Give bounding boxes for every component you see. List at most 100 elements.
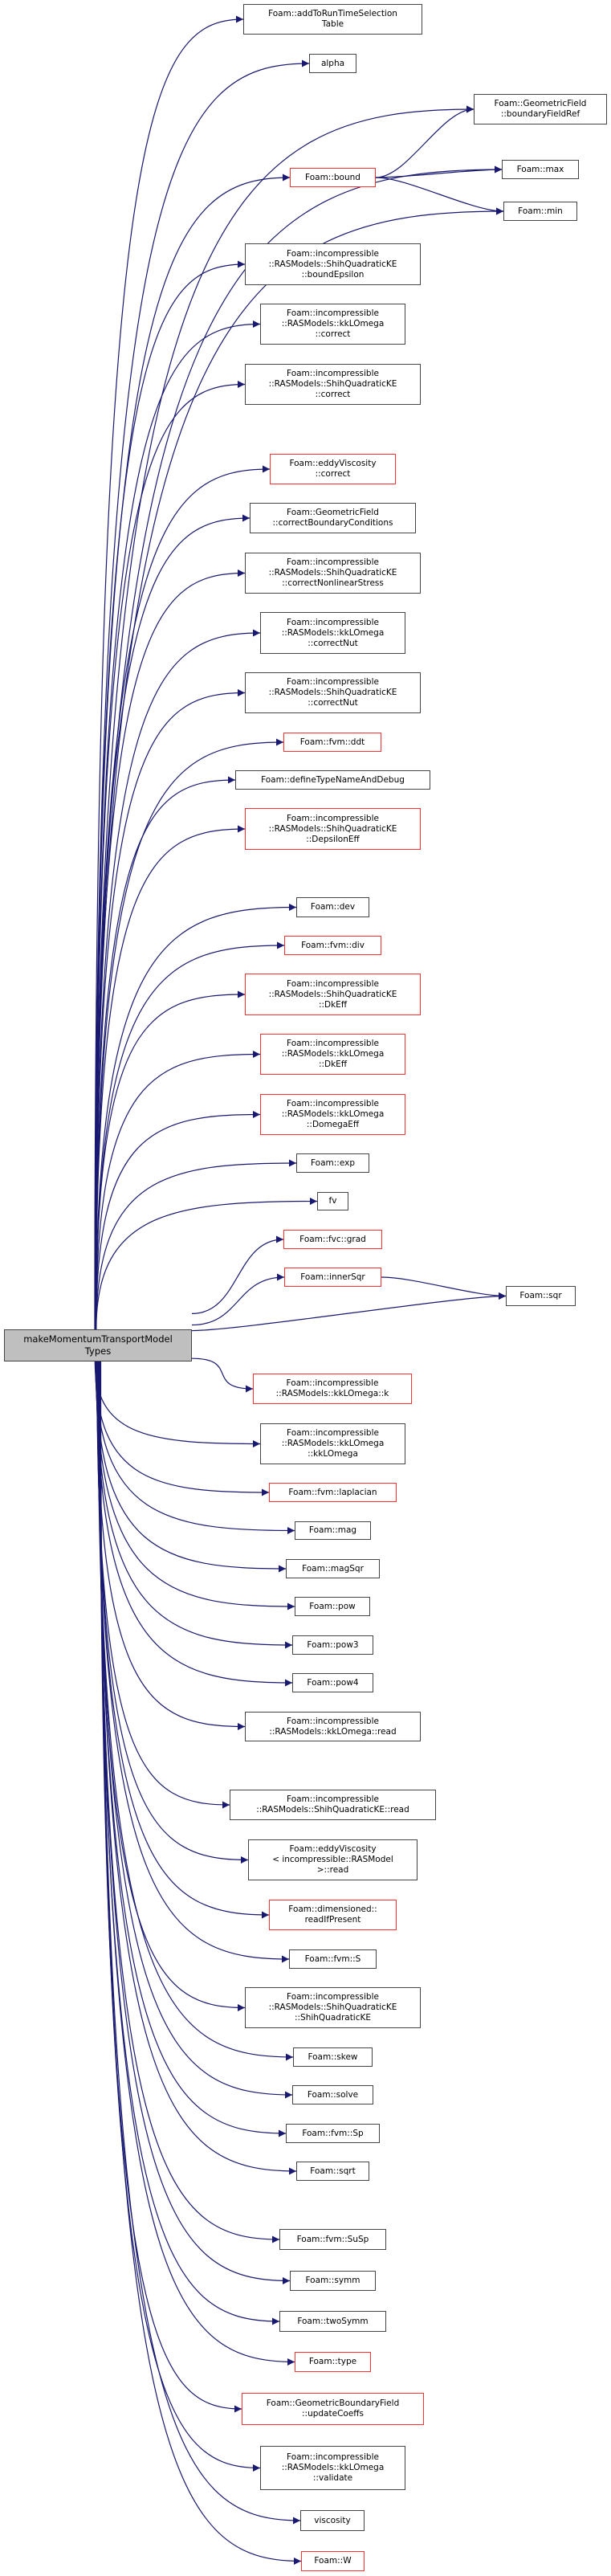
function-node[interactable]: Foam::pow [295, 1597, 370, 1616]
function-node-label-line: ::correct [315, 390, 351, 399]
function-node[interactable]: Foam::pow3 [292, 1635, 373, 1655]
function-node[interactable]: Foam::mag [295, 1521, 371, 1540]
function-node[interactable]: Foam::incompressible::RASModels::ShihQua… [245, 672, 421, 713]
function-node[interactable]: Foam::pow4 [292, 1673, 373, 1692]
function-node-label-line: ::RASModels::ShihQuadraticKE [268, 259, 397, 269]
function-node-label-line: Foam::fvc::grad [299, 1234, 366, 1244]
function-node-label-line: ::RASModels::ShihQuadraticKE [268, 989, 397, 999]
function-node[interactable]: Foam::GeometricBoundaryField::updateCoef… [242, 2393, 424, 2425]
function-node[interactable]: Foam::incompressible::RASModels::ShihQua… [245, 974, 421, 1015]
function-node-label-line: Foam::sqr [519, 1291, 562, 1300]
call-edge [96, 1111, 261, 1330]
call-edge [95, 381, 246, 1330]
function-node-label-line: Foam::GeometricBoundaryField [266, 2398, 400, 2408]
function-node-label-line: Foam::fvm::SuSp [296, 2234, 369, 2244]
function-node-label-line: Foam::fvm::Sp [302, 2128, 364, 2138]
function-node[interactable]: Foam::incompressible::RASModels::kkLOmeg… [260, 1423, 405, 1464]
function-node[interactable]: viscosity [300, 2510, 365, 2531]
function-node[interactable]: Foam::GeometricField::correctBoundaryCon… [250, 503, 416, 533]
function-node[interactable]: Foam::incompressible::RASModels::kkLOmeg… [245, 1712, 421, 1741]
function-node[interactable]: Foam::incompressible::RASModels::kkLOmeg… [253, 1374, 412, 1404]
function-node[interactable]: Foam::sqrt [296, 2162, 369, 2181]
function-node[interactable]: Foam::exp [296, 1153, 369, 1173]
function-node[interactable]: Foam::fvc::grad [283, 1230, 382, 1249]
function-node-label-line: ::RASModels::kkLOmega [281, 627, 385, 638]
function-node-label-line: Foam::defineTypeNameAndDebug [261, 774, 405, 785]
function-node[interactable]: Foam::symm [290, 2271, 376, 2291]
function-node[interactable]: Foam::fvm::div [284, 936, 381, 955]
function-node[interactable]: Foam::fvm::laplacian [269, 1483, 397, 1502]
function-node-label-line: Foam::incompressible [287, 1716, 379, 1726]
call-edge [95, 465, 271, 1330]
function-node-label-line: ::RASModels::kkLOmega [281, 319, 385, 329]
function-node[interactable]: Foam::incompressible::RASModels::kkLOmeg… [260, 1094, 405, 1135]
call-edge [96, 1361, 249, 1864]
function-node-label-line: ::RASModels::ShihQuadraticKE [268, 2002, 397, 2012]
function-node-label-line: Foam::incompressible [287, 1992, 379, 2002]
function-node-label-line: ::correct [315, 329, 351, 339]
function-node[interactable]: Foam::incompressible::RASModels::ShihQua… [245, 1987, 421, 2028]
function-node[interactable]: Foam::defineTypeNameAndDebug [235, 770, 430, 790]
function-node-label-line: Foam::symm [305, 2276, 360, 2285]
function-node-label-line: Foam::incompressible [287, 978, 379, 989]
function-node[interactable]: Foam::incompressible::RASModels::kkLOmeg… [260, 1034, 405, 1075]
function-node[interactable]: alpha [309, 54, 356, 73]
function-node-label-line: Foam::exp [311, 1157, 355, 1168]
function-node-label-line: ::DepsilonEff [306, 834, 360, 844]
function-node[interactable]: Foam::magSqr [286, 1559, 380, 1578]
function-node-label-line: ::kkLOmega [308, 1449, 358, 1459]
function-node[interactable]: Foam::W [301, 2551, 365, 2571]
function-node[interactable]: Foam::incompressible::RASModels::kkLOmeg… [260, 612, 405, 654]
function-node-label-line: ::correctNonlinearStress [282, 578, 384, 588]
function-node[interactable]: Foam::twoSymm [279, 2311, 386, 2332]
function-node-label-line: ::ShihQuadraticKE [294, 2013, 372, 2023]
function-node[interactable]: Foam::incompressible::RASModels::ShihQua… [230, 1790, 436, 1820]
call-edge [96, 1361, 293, 1687]
call-edge [99, 1361, 291, 2284]
function-node-label-line: Foam::dev [310, 902, 356, 912]
function-node[interactable]: Foam::fvm::SuSp [279, 2229, 386, 2250]
function-node[interactable]: Foam::skew [293, 2047, 373, 2067]
function-node[interactable]: fv [317, 1192, 348, 1210]
call-edge [96, 1159, 297, 1330]
function-node-label-line: Foam::incompressible [287, 1039, 379, 1048]
function-node[interactable]: Foam::eddyViscosity::correct [270, 454, 396, 484]
call-edge [191, 1357, 254, 1393]
function-node[interactable]: Foam::incompressible::RASModels::ShihQua… [245, 808, 421, 850]
function-node[interactable]: Foam::innerSqr [284, 1268, 381, 1287]
function-node[interactable]: Foam::incompressible::RASModels::kkLOmeg… [260, 2446, 405, 2490]
function-node-label-line: Foam::pow3 [307, 1639, 359, 1650]
function-node[interactable]: Foam::fvm::S [289, 1949, 377, 1969]
call-edge [381, 1276, 507, 1300]
function-node[interactable]: Foam::eddyViscosity< incompressible::RAS… [248, 1839, 418, 1880]
function-node-label-line: ::RASModels::kkLOmega [281, 2463, 385, 2472]
function-node[interactable]: Foam::sqr [506, 1286, 576, 1306]
function-node-label-line: Foam::type [308, 2357, 357, 2366]
function-node-label-line: ::correctNut [308, 638, 358, 648]
function-node[interactable]: Foam::incompressible::RASModels::ShihQua… [245, 243, 421, 285]
function-node-label-line: Foam::max [516, 164, 564, 174]
function-node[interactable]: Foam::solve [292, 2085, 373, 2104]
function-node-label-line: ::RASModels::kkLOmega::k [275, 1389, 389, 1398]
function-node[interactable]: Foam::dimensioned::readIfPresent [269, 1900, 397, 1930]
function-node[interactable]: Foam::type [295, 2352, 371, 2372]
function-node[interactable]: Foam::incompressible::RASModels::ShihQua… [245, 553, 421, 594]
function-node-label-line: Foam::incompressible [287, 2452, 379, 2462]
call-edge [94, 105, 475, 1330]
function-node[interactable]: Foam::max [502, 160, 579, 179]
function-node[interactable]: Foam::min [503, 202, 577, 221]
function-node[interactable]: Foam::bound [290, 168, 376, 187]
function-node[interactable]: Foam::fvm::ddt [283, 733, 381, 752]
call-edge [95, 1361, 270, 1496]
function-node-label-line: Foam::fvm::ddt [299, 737, 365, 747]
function-node[interactable]: Foam::dev [296, 897, 369, 917]
function-node-label-line: ::validate [312, 2473, 353, 2483]
function-node[interactable]: Foam::fvm::Sp [286, 2124, 380, 2143]
function-node[interactable]: Foam::incompressible::RASModels::ShihQua… [245, 364, 421, 405]
call-edge [375, 165, 503, 178]
function-node[interactable]: Foam::incompressible::RASModels::kkLOmeg… [260, 304, 405, 345]
call-edge [99, 1361, 295, 2366]
function-node[interactable]: Foam::GeometricField::boundaryFieldRef [474, 94, 607, 125]
